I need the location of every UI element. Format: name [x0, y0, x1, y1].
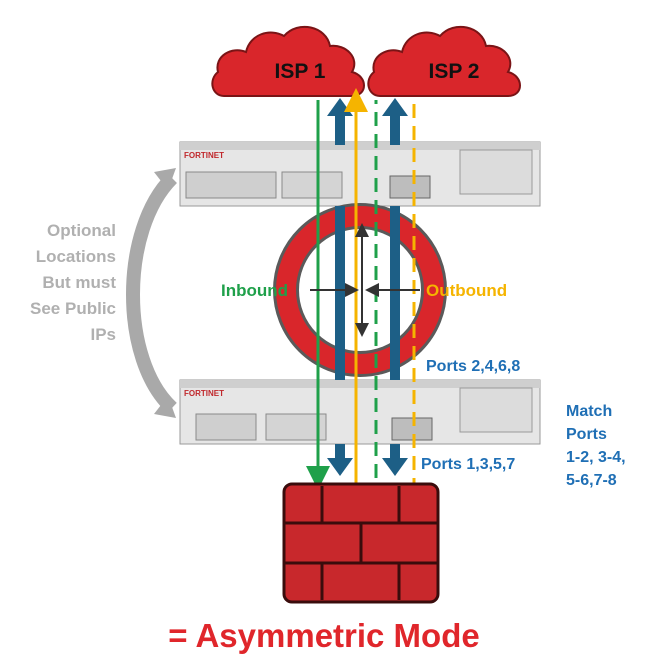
firewall-icon: [282, 482, 440, 604]
link-bars: [327, 98, 408, 476]
device-brand-bottom: FORTINET: [184, 389, 224, 398]
inbound-label: Inbound: [221, 281, 289, 300]
isp2-label: ISP 2: [428, 60, 480, 83]
caption-title: = Asymmetric Mode: [168, 617, 480, 654]
ports-bottom-label: Ports 1,3,5,7: [421, 456, 516, 473]
match-ports-label: Match Ports 1-2, 3-4, 5-6,7-8: [566, 403, 626, 489]
isp1-cloud-icon: [211, 26, 365, 97]
ring-red: [276, 206, 444, 374]
isp2-cloud-icon: [367, 26, 521, 97]
device-brand-top: FORTINET: [184, 151, 224, 160]
curved-double-arrow-icon: [126, 173, 178, 414]
fortigate-appliance-top: [179, 141, 541, 207]
isp1-label: ISP 1: [274, 60, 326, 83]
fortigate-appliance-bottom: [179, 379, 541, 445]
curved-arrow-head-top: [154, 168, 176, 190]
curved-arrow-head-bottom: [154, 396, 176, 418]
ports-top-label: Ports 2,4,6,8: [426, 358, 521, 375]
optional-locations-note: Optional Locations But must See Public I…: [30, 221, 116, 344]
outbound-label: Outbound: [426, 281, 508, 300]
